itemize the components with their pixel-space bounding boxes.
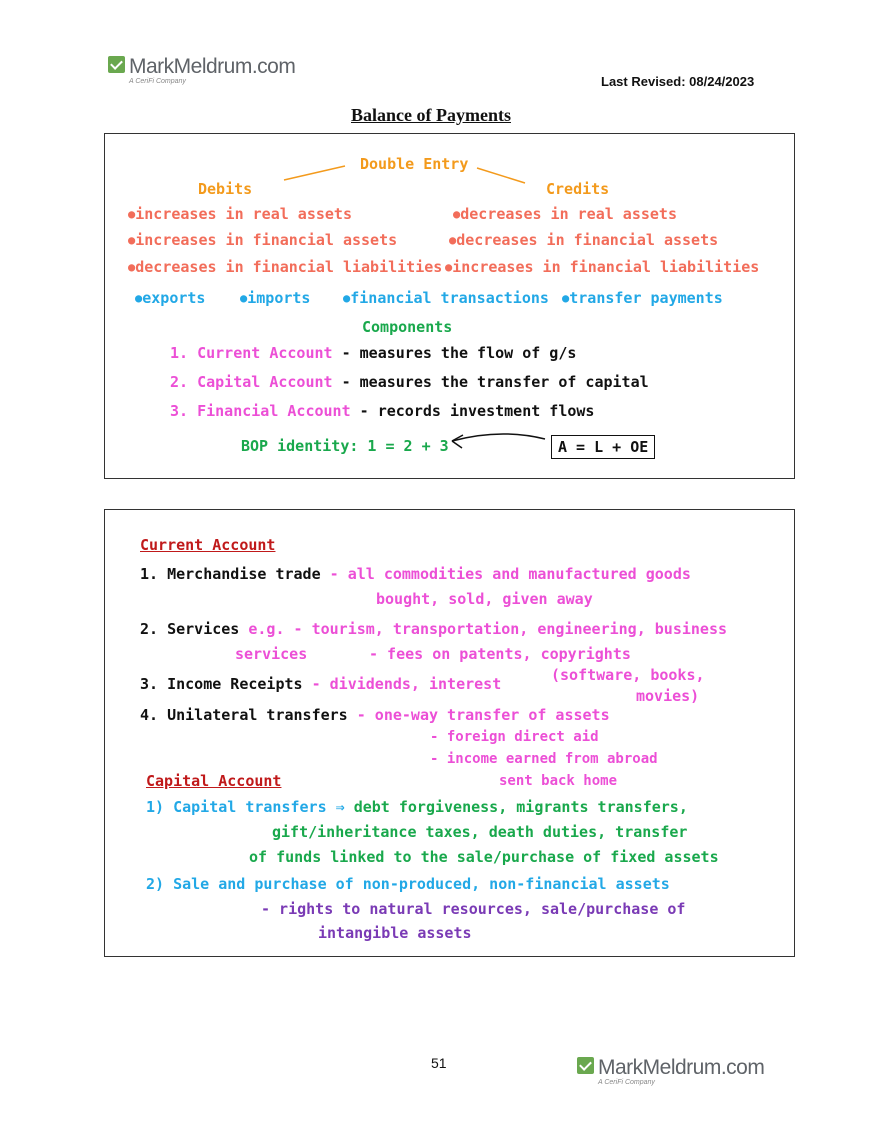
list-item-continued: intangible assets <box>318 924 472 942</box>
debit-item: ●decreases in financial liabilities <box>128 258 443 276</box>
credit-item: ●decreases in financial assets <box>449 231 719 249</box>
component-item: 3. Financial Account - records investmen… <box>170 402 595 420</box>
bop-identity: BOP identity: 1 = 2 + 3 <box>241 437 449 455</box>
component-item: 2. Capital Account - measures the transf… <box>170 373 649 391</box>
list-item: 1) Capital transfers ⇒ debt forgiveness,… <box>146 798 688 816</box>
page-title: Balance of Payments <box>351 105 511 125</box>
page-number: 51 <box>431 1055 447 1071</box>
list-item-continued: - rights to natural resources, sale/purc… <box>261 900 686 918</box>
last-revised: Last Revised: 08/24/2023 <box>601 74 755 89</box>
logo-name: MarkMeldrum.com <box>598 1056 765 1079</box>
debit-item: ●increases in real assets <box>128 205 352 223</box>
current-account-heading: Current Account <box>140 536 276 554</box>
double-entry-heading: Double Entry <box>360 155 469 173</box>
list-item-note: (software, books, <box>551 666 705 684</box>
type-item: ●financial transactions <box>343 289 549 307</box>
credit-item: ●decreases in real assets <box>453 205 677 223</box>
list-item: 2) Sale and purchase of non-produced, no… <box>146 875 670 893</box>
list-item-continued: services <box>235 645 308 663</box>
list-item: 4. Unilateral transfers - one-way transf… <box>140 706 610 724</box>
component-item: 1. Current Account - measures the flow o… <box>170 344 577 362</box>
list-item-continued: - income earned from abroad <box>430 751 658 767</box>
debit-item: ●increases in financial assets <box>128 231 398 249</box>
accounting-equation: A = L + OE <box>551 435 656 459</box>
list-item-continued: of funds linked to the sale/purchase of … <box>249 848 719 866</box>
type-item: ●transfer payments <box>562 289 723 307</box>
list-item-continued: - foreign direct aid <box>430 729 599 745</box>
capital-account-heading: Capital Account <box>146 772 282 790</box>
logo-subtitle: A CeriFi Company <box>129 78 186 85</box>
logo-name: MarkMeldrum.com <box>129 55 296 78</box>
list-item-continued: sent back home <box>499 773 618 789</box>
type-item: ●imports <box>240 289 311 307</box>
list-item-continued: gift/inheritance taxes, death duties, tr… <box>272 823 688 841</box>
list-item: 1. Merchandise trade - all commodities a… <box>140 565 691 583</box>
double-entry-box <box>104 133 795 479</box>
components-heading: Components <box>362 318 453 336</box>
list-item-continued: bought, sold, given away <box>376 590 593 608</box>
credit-item: ●increases in financial liabilities <box>445 258 760 276</box>
type-item: ●exports <box>135 289 206 307</box>
accounts-box <box>104 509 795 957</box>
list-item-continued: - fees on patents, copyrights <box>369 645 631 663</box>
debits-heading: Debits <box>198 180 253 198</box>
checkmark-icon <box>108 56 125 73</box>
list-item: 2. Services e.g. - tourism, transportati… <box>140 620 728 638</box>
logo-subtitle: A CeriFi Company <box>598 1079 655 1086</box>
credits-heading: Credits <box>546 180 610 198</box>
footer-logo: MarkMeldrum.com A CeriFi Company <box>577 1056 765 1086</box>
list-item: 3. Income Receipts - dividends, interest <box>140 675 502 693</box>
checkmark-icon <box>577 1057 594 1074</box>
list-item-note: movies) <box>636 687 700 705</box>
header-logo: MarkMeldrum.com A CeriFi Company <box>108 55 296 85</box>
